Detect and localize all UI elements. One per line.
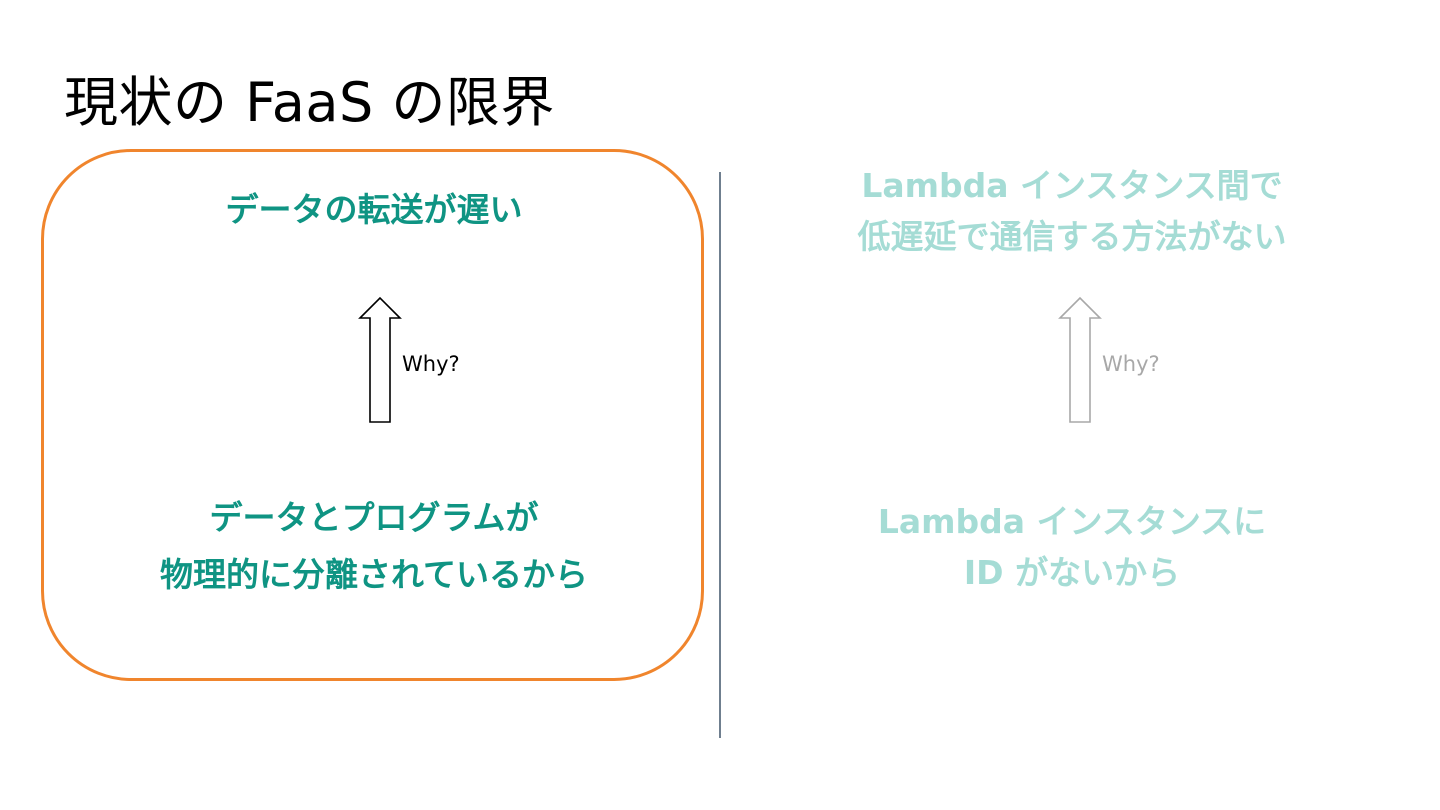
left-cause-line2: 物理的に分離されているから: [159, 555, 588, 594]
highlight-frame: [41, 149, 704, 681]
left-panel: データの転送が遅い Why? データとプログラムが 物理的に分離されているから: [44, 0, 704, 810]
left-up-arrow-icon: [358, 296, 402, 423]
right-top-statement: Lambda インスタンス間で 低遅延で通信する方法がない: [742, 160, 1402, 262]
right-cause-line2: ID がないから: [963, 553, 1181, 592]
right-why-label: Why?: [1102, 352, 1160, 376]
right-panel: Lambda インスタンス間で 低遅延で通信する方法がない Why? Lambd…: [742, 0, 1402, 810]
column-divider: [719, 172, 721, 738]
right-cause-line1: Lambda インスタンスに: [877, 502, 1267, 541]
left-why-label: Why?: [402, 352, 460, 376]
left-cause-line1: データとプログラムが: [209, 498, 539, 537]
slide-title: 現状の FaaS の限界: [64, 71, 555, 134]
left-cause-statement: データとプログラムが 物理的に分離されているから: [44, 492, 704, 600]
left-top-statement: データの転送が遅い: [44, 184, 704, 235]
right-cause-statement: Lambda インスタンスに ID がないから: [742, 496, 1402, 598]
right-top-line1: Lambda インスタンス間で: [861, 166, 1283, 205]
right-top-line2: 低遅延で通信する方法がない: [857, 217, 1287, 256]
left-top-statement-text: データの転送が遅い: [225, 190, 523, 229]
right-up-arrow-icon: [1058, 296, 1102, 423]
